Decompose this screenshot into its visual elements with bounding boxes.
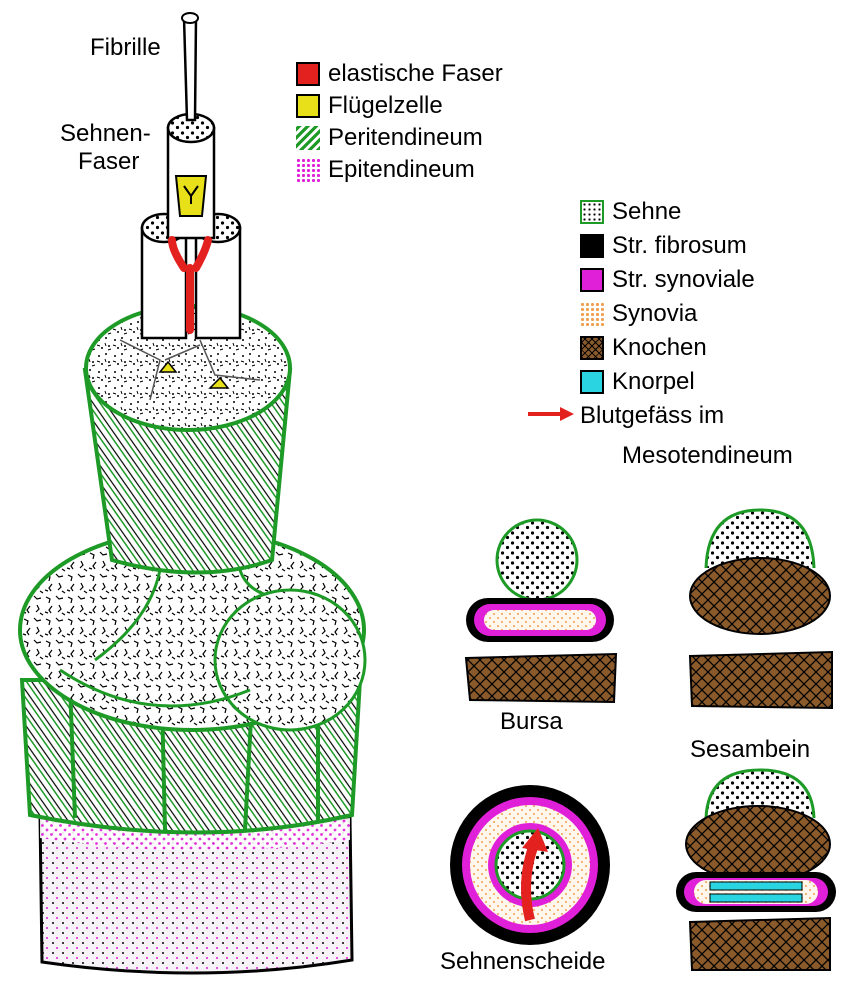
legend-right-item: Str. synoviale — [580, 266, 755, 294]
legend-right-item: Synovia — [580, 300, 697, 328]
legend-top-item: Flügelzelle — [296, 92, 443, 120]
label-faser: Faser — [78, 150, 139, 174]
legend-right-item: Sehne — [580, 198, 681, 226]
legend-label: Str. fibrosum — [612, 234, 747, 258]
legend-right-item: Blutgefäss im — [526, 402, 724, 430]
legend-swatch — [296, 94, 320, 118]
legend-right-item: Knochen — [580, 334, 707, 362]
legend-label: Knorpel — [612, 370, 695, 394]
legend-label: Epitendineum — [328, 158, 475, 182]
legend-top-item: Peritendineum — [296, 124, 483, 152]
legend-swatch — [296, 62, 320, 86]
legend-swatch — [580, 200, 604, 224]
label-sehnen: Sehnen- — [60, 122, 151, 146]
legend-top-item: Epitendineum — [296, 156, 475, 184]
legend-label: Flügelzelle — [328, 94, 443, 118]
legend-swatch — [296, 158, 320, 182]
legend-swatch — [580, 370, 604, 394]
label-sesambein: Sesambein — [690, 738, 810, 762]
legend-label: Peritendineum — [328, 126, 483, 150]
label-fibrille: Fibrille — [90, 36, 161, 60]
legend-label: Knochen — [612, 336, 707, 360]
legend-swatch — [296, 126, 320, 150]
legend-swatch — [580, 268, 604, 292]
legend-label: Synovia — [612, 302, 697, 326]
label-sehnenscheide: Sehnenscheide — [440, 950, 605, 974]
legend-swatch — [580, 234, 604, 258]
legend-label: Sehne — [612, 200, 681, 224]
label-bursa: Bursa — [500, 710, 563, 734]
legend-label: Blutgefäss im — [580, 404, 724, 428]
legend-top-item: elastische Faser — [296, 60, 503, 88]
legend-label: elastische Faser — [328, 62, 503, 86]
legend-note: Mesotendineum — [622, 444, 793, 468]
legend-swatch — [580, 302, 604, 326]
legend-label: Str. synoviale — [612, 268, 755, 292]
legend-right-item: Knorpel — [580, 368, 695, 396]
legend-swatch — [580, 336, 604, 360]
legend-right-item: Str. fibrosum — [580, 232, 747, 260]
red-arrow-icon — [526, 404, 580, 429]
